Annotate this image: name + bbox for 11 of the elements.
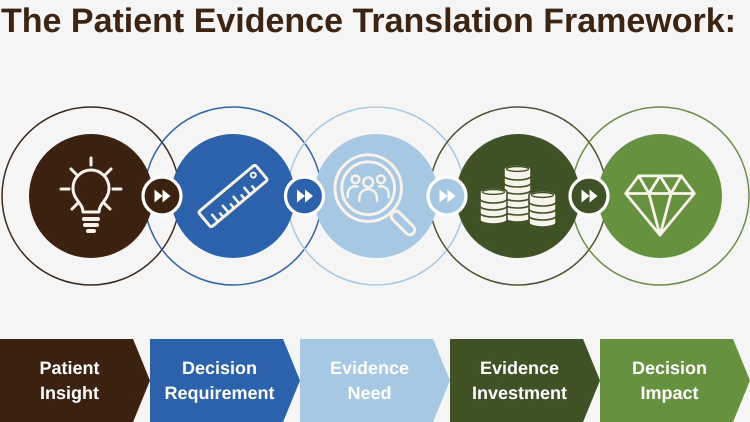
chevron-step: [150, 339, 300, 422]
chevron-step: [0, 339, 150, 422]
step-label: Decision Impact: [632, 356, 708, 405]
chevron-step: [600, 339, 750, 422]
step-label: Evidence Need: [330, 356, 410, 404]
chevron-step: [450, 339, 600, 422]
step-label: Evidence Investment: [472, 356, 568, 404]
chevron-step: [300, 339, 450, 422]
title: The Patient Evidence Translation Framework:: [1, 4, 736, 38]
step-label: Decision Requirement: [164, 356, 274, 405]
step-label: Patient Insight: [39, 356, 100, 405]
